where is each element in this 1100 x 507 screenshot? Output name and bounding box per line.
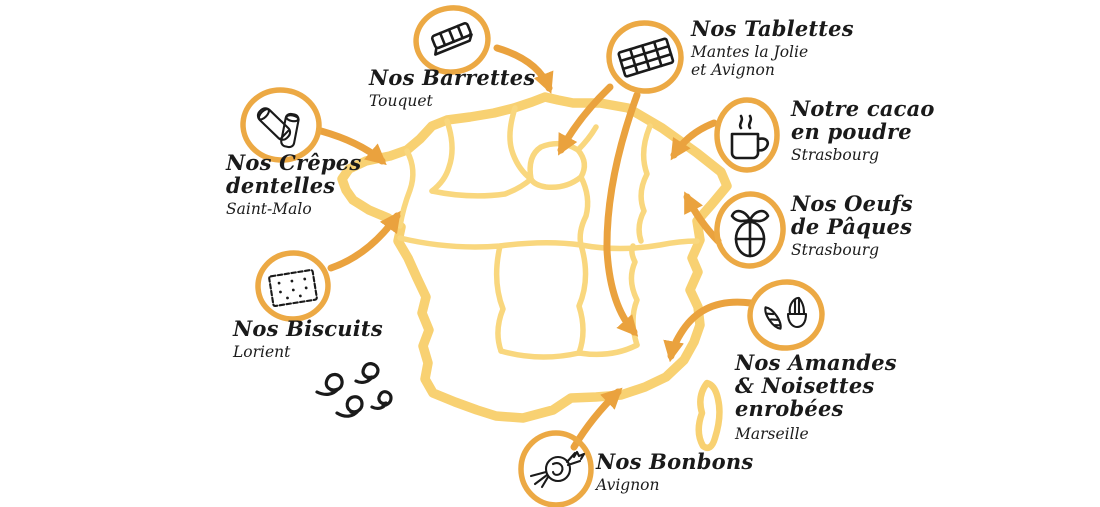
product-label-tablettes: Nos Tablettes Mantes la Jolie et Avignon — [691, 17, 854, 80]
product-title: Nos Tablettes — [691, 16, 854, 41]
product-badge-barrettes — [413, 5, 491, 75]
title-line: de Pâques — [791, 214, 913, 240]
product-location: Strasbourg — [791, 146, 880, 165]
product-label-oeufs: Nos Oeufs de Pâques Strasbourg — [791, 192, 913, 260]
title-line: en poudre — [791, 119, 912, 145]
product-badge-amandes — [747, 279, 825, 351]
product-location: Saint-Malo — [226, 200, 312, 219]
cocoa-mug-icon — [730, 114, 769, 160]
france-map — [337, 92, 732, 451]
france-outline — [337, 92, 732, 423]
almond-hazelnut-icon — [764, 296, 808, 330]
product-location: Lorient — [233, 343, 291, 362]
title-line: & Noisettes — [735, 373, 875, 399]
product-location: Touquet — [369, 92, 433, 111]
product-label-biscuits: Nos Biscuits Lorient — [233, 317, 383, 362]
region-borders — [397, 105, 700, 360]
badge-ring — [240, 87, 322, 163]
badge-ring — [413, 5, 491, 75]
arrow-barrettes-to-touquet — [493, 44, 554, 94]
product-badge-bonbons — [518, 430, 594, 507]
product-location: Mantes la Jolie et Avignon — [691, 43, 821, 80]
product-title: Nos Amandes & Noisettes enrobées — [735, 351, 897, 420]
product-label-amandes: Nos Amandes & Noisettes enrobées Marseil… — [735, 351, 897, 444]
title-line: Nos Oeufs — [791, 191, 913, 216]
biscuit-icon — [268, 268, 318, 308]
title-line: Notre cacao — [791, 96, 935, 121]
badge-ring — [518, 430, 594, 507]
product-label-barrettes: Nos Barrettes Touquet — [369, 66, 535, 111]
product-title: Nos Biscuits — [233, 316, 383, 341]
product-title: Nos Crêpes dentelles — [226, 151, 361, 197]
location-line: Mantes la Jolie — [691, 43, 809, 62]
badge-ring — [747, 279, 825, 351]
badge-ring — [714, 191, 786, 269]
chocolate-bar-icon — [430, 22, 473, 56]
product-label-bonbons: Nos Bonbons Avignon — [596, 450, 753, 495]
chocolate-tablet-icon — [617, 37, 675, 78]
product-label-crepes: Nos Crêpes dentelles Saint-Malo — [226, 151, 361, 219]
easter-egg-icon — [730, 209, 770, 258]
product-title: Nos Barrettes — [369, 65, 536, 90]
crepe-rolls-icon — [256, 107, 300, 149]
product-title: Nos Bonbons — [596, 449, 754, 474]
product-title: Nos Oeufs de Pâques — [791, 192, 913, 238]
product-label-cacao: Notre cacao en poudre Strasbourg — [791, 97, 935, 165]
title-line: enrobées — [735, 396, 844, 422]
badge-ring — [255, 250, 331, 322]
product-location: Strasbourg — [791, 241, 880, 260]
product-badge-crepes — [240, 87, 322, 163]
title-line: Nos Crêpes — [226, 150, 362, 175]
arrow-amandes-to-marseille — [663, 298, 755, 363]
product-badge-biscuits — [255, 250, 331, 322]
location-line: et Avignon — [691, 60, 775, 79]
product-title: Notre cacao en poudre — [791, 97, 935, 143]
badge-ring — [606, 20, 684, 94]
arrow-crepes-to-saintmalo — [317, 127, 387, 166]
product-location: Marseille — [735, 425, 809, 444]
product-badge-oeufs — [714, 191, 786, 269]
candy-icon — [529, 450, 586, 489]
product-badge-cacao — [714, 97, 780, 173]
title-line: dentelles — [226, 173, 336, 199]
corsica-island — [695, 379, 723, 451]
arrow-tablettes-to-avignon — [603, 91, 641, 337]
sea-waves-icon — [315, 362, 393, 418]
arrow-cacao-to-strasbourg — [670, 119, 718, 161]
badge-ring — [714, 97, 780, 173]
title-line: Nos Amandes — [735, 350, 897, 375]
product-location: Avignon — [596, 476, 660, 495]
arrow-biscuits-to-lorient — [327, 210, 401, 272]
product-badge-tablettes — [606, 20, 684, 94]
arrow-tablettes-to-mantes — [557, 83, 614, 156]
